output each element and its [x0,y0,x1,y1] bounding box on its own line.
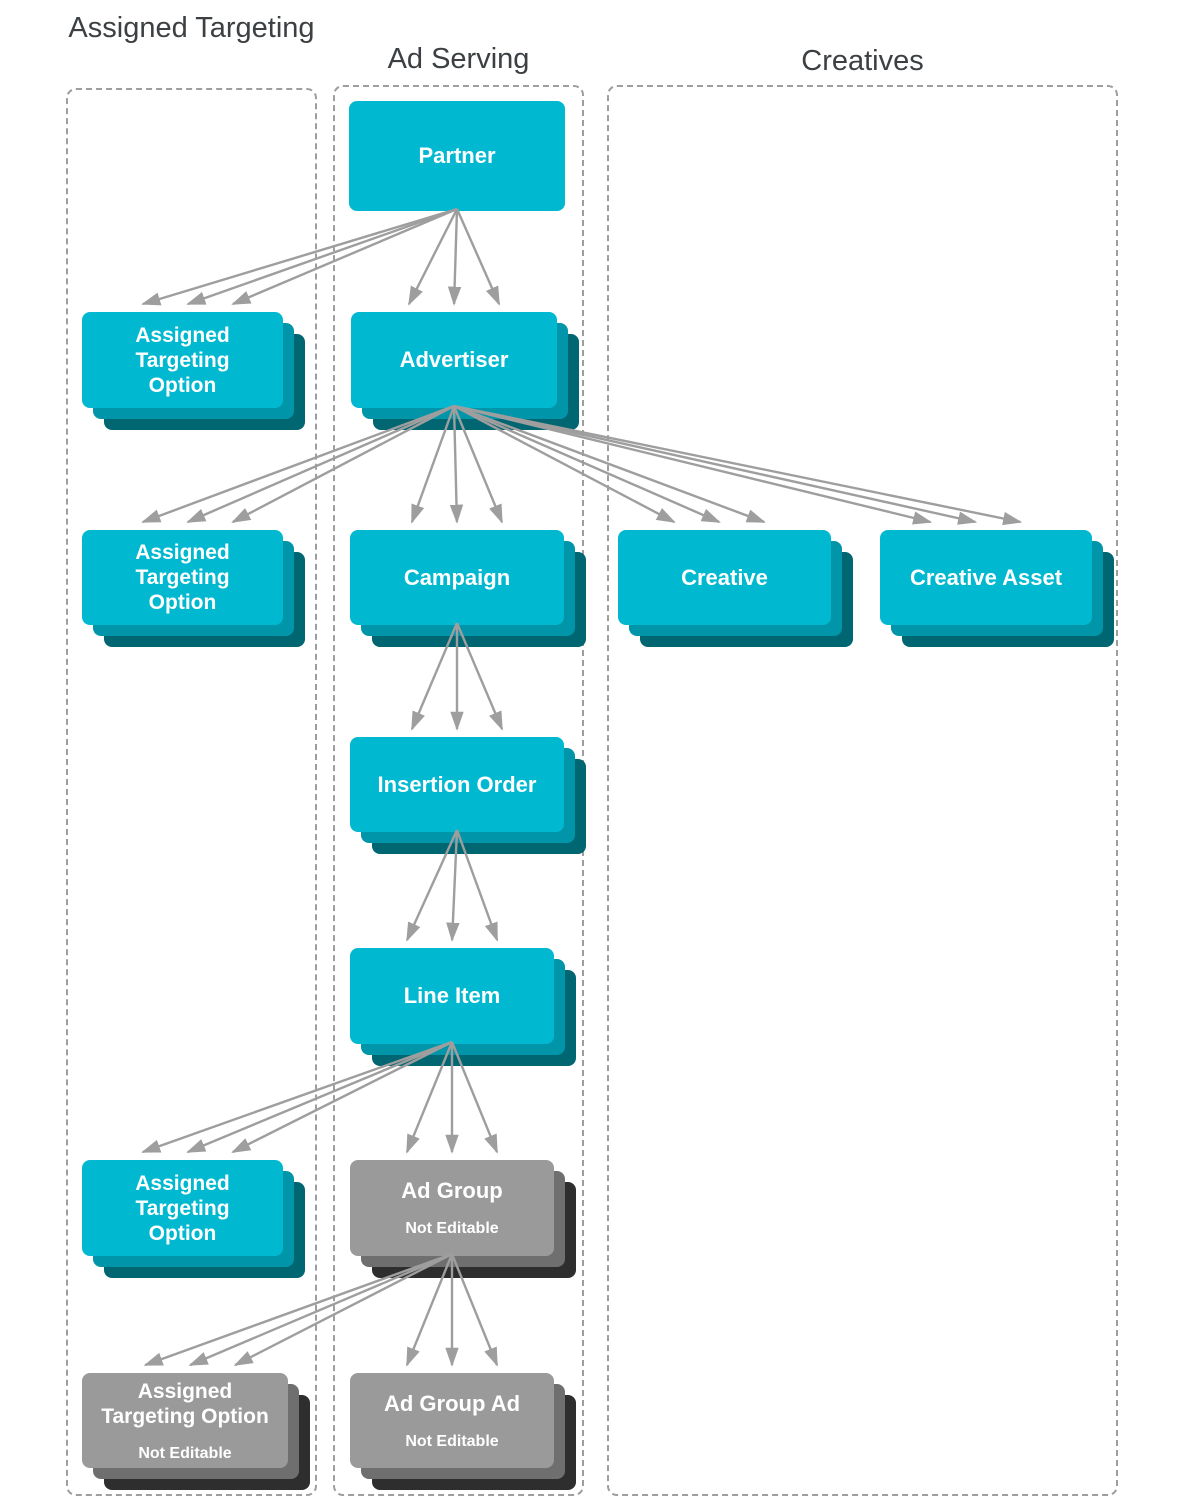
node-assigned-targeting-option-line-item: Assigned Targeting Option [82,1160,283,1256]
node-insertion-order: Insertion Order [350,737,564,832]
node-label: Creative Asset [909,564,1063,590]
node-ad-group-ad: Ad Group Ad Not Editable [350,1373,554,1468]
node-label: Assigned Targeting Option [135,323,230,397]
column-ad-serving [333,85,584,1496]
node-label: Assigned Targeting Option [135,541,230,614]
node-creative: Creative [618,530,831,625]
node-label: Ad Group Ad [383,1390,521,1416]
node-assigned-targeting-option-partner: Assigned Targeting Option [82,312,283,408]
node-label: Advertiser [399,347,509,372]
node-campaign: Campaign [350,530,564,625]
node-not-editable-badge: Not Editable [405,1432,499,1450]
node-not-editable-badge: Not Editable [138,1444,232,1462]
node-label: Line Item [403,983,501,1008]
node-not-editable-badge: Not Editable [405,1220,499,1237]
node-assigned-targeting-option-ad-group: Assigned Targeting Option Not Editable [82,1373,288,1468]
node-label: Creative [681,564,768,590]
node-label: Assigned Targeting Option [101,1379,269,1428]
node-label: Assigned Targeting Option [135,1171,230,1245]
column-title-assigned-targeting: Assigned Targeting [68,12,315,44]
node-assigned-targeting-option-advertiser: Assigned Targeting Option [82,530,283,625]
node-partner: Partner [349,101,565,211]
node-label: Partner [418,143,496,168]
column-creatives [607,85,1118,1496]
node-advertiser: Advertiser [351,312,557,408]
column-assigned-targeting [66,88,317,1496]
column-title-creatives: Creatives [801,45,924,77]
node-label: Campaign [403,564,511,590]
column-title-ad-serving: Ad Serving [387,43,530,75]
node-line-item: Line Item [350,948,554,1044]
node-ad-group: Ad Group Not Editable [350,1160,554,1256]
node-label: Ad Group [401,1178,503,1203]
node-label: Insertion Order [377,771,537,797]
node-creative-asset: Creative Asset [880,530,1092,625]
